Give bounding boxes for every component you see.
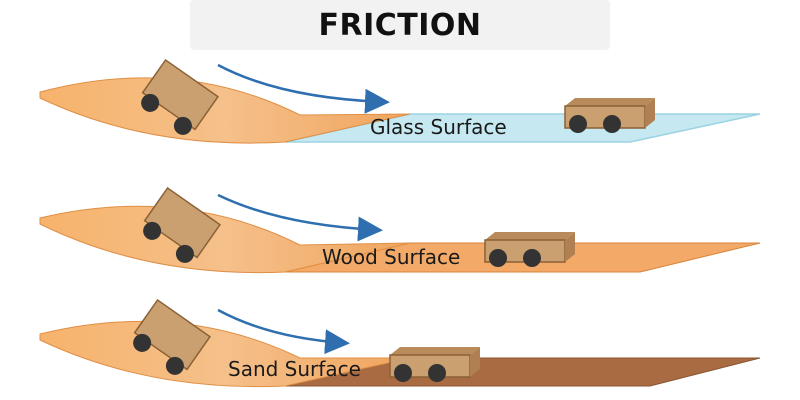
title-banner: FRICTION bbox=[190, 0, 610, 50]
ramp-wood bbox=[39, 205, 411, 274]
cart-on-ramp-wood bbox=[143, 186, 222, 263]
surface-label-wood: Wood Surface bbox=[322, 245, 460, 269]
surface-label-sand: Sand Surface bbox=[228, 357, 361, 381]
motion-arrow-glass bbox=[217, 63, 390, 114]
surface-label-glass: Glass Surface bbox=[370, 115, 507, 139]
cart-on-sand bbox=[389, 347, 480, 382]
panel-sand: Sand Surface bbox=[39, 298, 761, 388]
motion-arrow-wood bbox=[217, 193, 383, 242]
motion-arrow-sand bbox=[217, 308, 350, 355]
cart-on-glass bbox=[564, 98, 655, 133]
cart-on-wood bbox=[484, 232, 575, 267]
panel-glass: Glass Surface bbox=[39, 58, 761, 144]
ramp-glass bbox=[39, 77, 411, 144]
cart-on-ramp-glass bbox=[141, 58, 220, 135]
cart-on-ramp-sand bbox=[133, 298, 212, 375]
panel-wood: Wood Surface bbox=[39, 186, 761, 274]
page-title: FRICTION bbox=[318, 7, 482, 43]
